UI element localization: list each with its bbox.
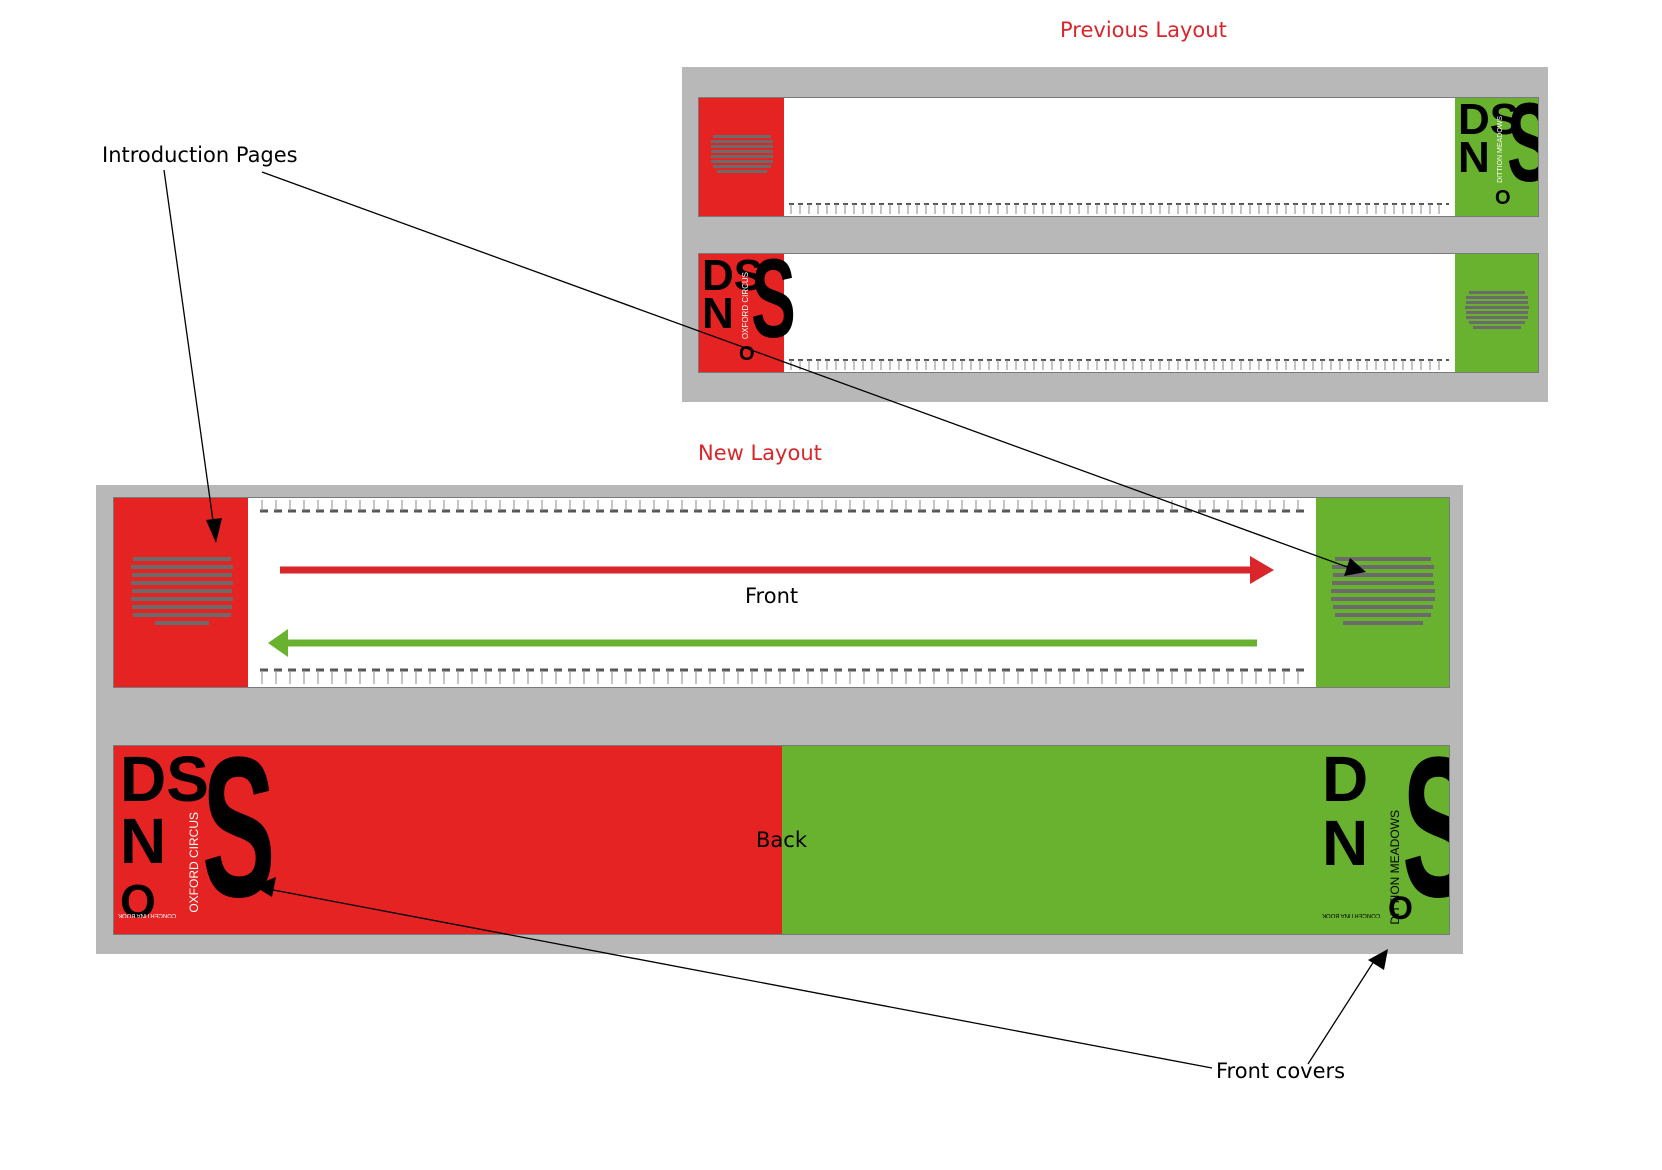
cover-letter-n: N (702, 289, 734, 338)
front-strip-content (260, 500, 1304, 684)
cover-letter-n: N (1458, 133, 1490, 182)
intro-text-lines (1330, 555, 1436, 627)
intro-text-lines (130, 555, 234, 627)
previous-layout-title: Previous Layout (1060, 18, 1227, 42)
cover-letter-n: N (1322, 807, 1369, 879)
cover-letter-o: O (1495, 187, 1511, 209)
arrow-head-intro-left (206, 518, 222, 543)
previous-strip-top: DS N O S DITTION MEADOWS (698, 97, 1539, 217)
previous-red-front-cover: DS N O S OXFORD CIRCUS (699, 253, 796, 372)
cover-letter-o: O (1388, 890, 1413, 926)
previous-green-front-cover: DS N O S DITTION MEADOWS (1455, 97, 1538, 216)
cover-big-s: S (1402, 746, 1449, 928)
arrow-cover-right-line (1307, 957, 1377, 1065)
new-layout-title: New Layout (698, 441, 822, 465)
new-green-back-half: D N O S DITTION MEADOWS CONCERTINA BOOK (782, 745, 1449, 934)
cover-letters-ds: DS (702, 253, 764, 300)
arrow-head-cover-left (254, 877, 276, 897)
cover-letter-n: N (120, 805, 167, 877)
page-fold-ticks (789, 203, 1449, 214)
previous-layout-panel: DS N O S DITTION MEADOWS DS N O S OXFORD… (682, 67, 1548, 402)
cover-letter-o: O (739, 343, 755, 365)
cover-big-s: S (202, 745, 276, 935)
arrow-intro-right-line (261, 171, 1351, 569)
previous-green-intro-page (1455, 254, 1538, 372)
intro-text-lines (711, 134, 773, 174)
new-red-back-half: DS N O S OXFORD CIRCUS CONCERTINA BOOK (114, 746, 782, 934)
previous-red-intro-page (699, 98, 784, 216)
back-label: Back (756, 828, 807, 852)
cover-letters-ds: DS (1458, 97, 1520, 144)
cover-letter-d: D (1322, 745, 1369, 815)
intro-text-lines (1465, 290, 1529, 330)
cover-big-s: S (751, 253, 796, 361)
cover-letters-ds: DS (120, 745, 209, 815)
cover-big-s: S (1507, 98, 1538, 198)
previous-strip-bottom: DS N O S OXFORD CIRCUS (698, 253, 1539, 373)
front-label: Front (745, 584, 799, 608)
new-layout-panel: Front DS N O S OXFORD CIRCUS CONCERTINA … (96, 485, 1463, 954)
new-front-strip: Front (113, 497, 1450, 688)
arrow-cover-left-line (267, 888, 1213, 1069)
new-red-intro-page (114, 498, 248, 687)
front-covers-label: Front covers (1216, 1059, 1346, 1083)
introduction-pages-label: Introduction Pages (102, 143, 298, 167)
new-back-strip: DS N O S OXFORD CIRCUS CONCERTINA BOOK D… (113, 745, 1450, 935)
arrow-head-cover-right (1368, 949, 1388, 970)
arrow-intro-left-line (163, 169, 215, 529)
arrow-head-intro-right (1344, 558, 1366, 576)
new-green-intro-page (1316, 498, 1449, 687)
